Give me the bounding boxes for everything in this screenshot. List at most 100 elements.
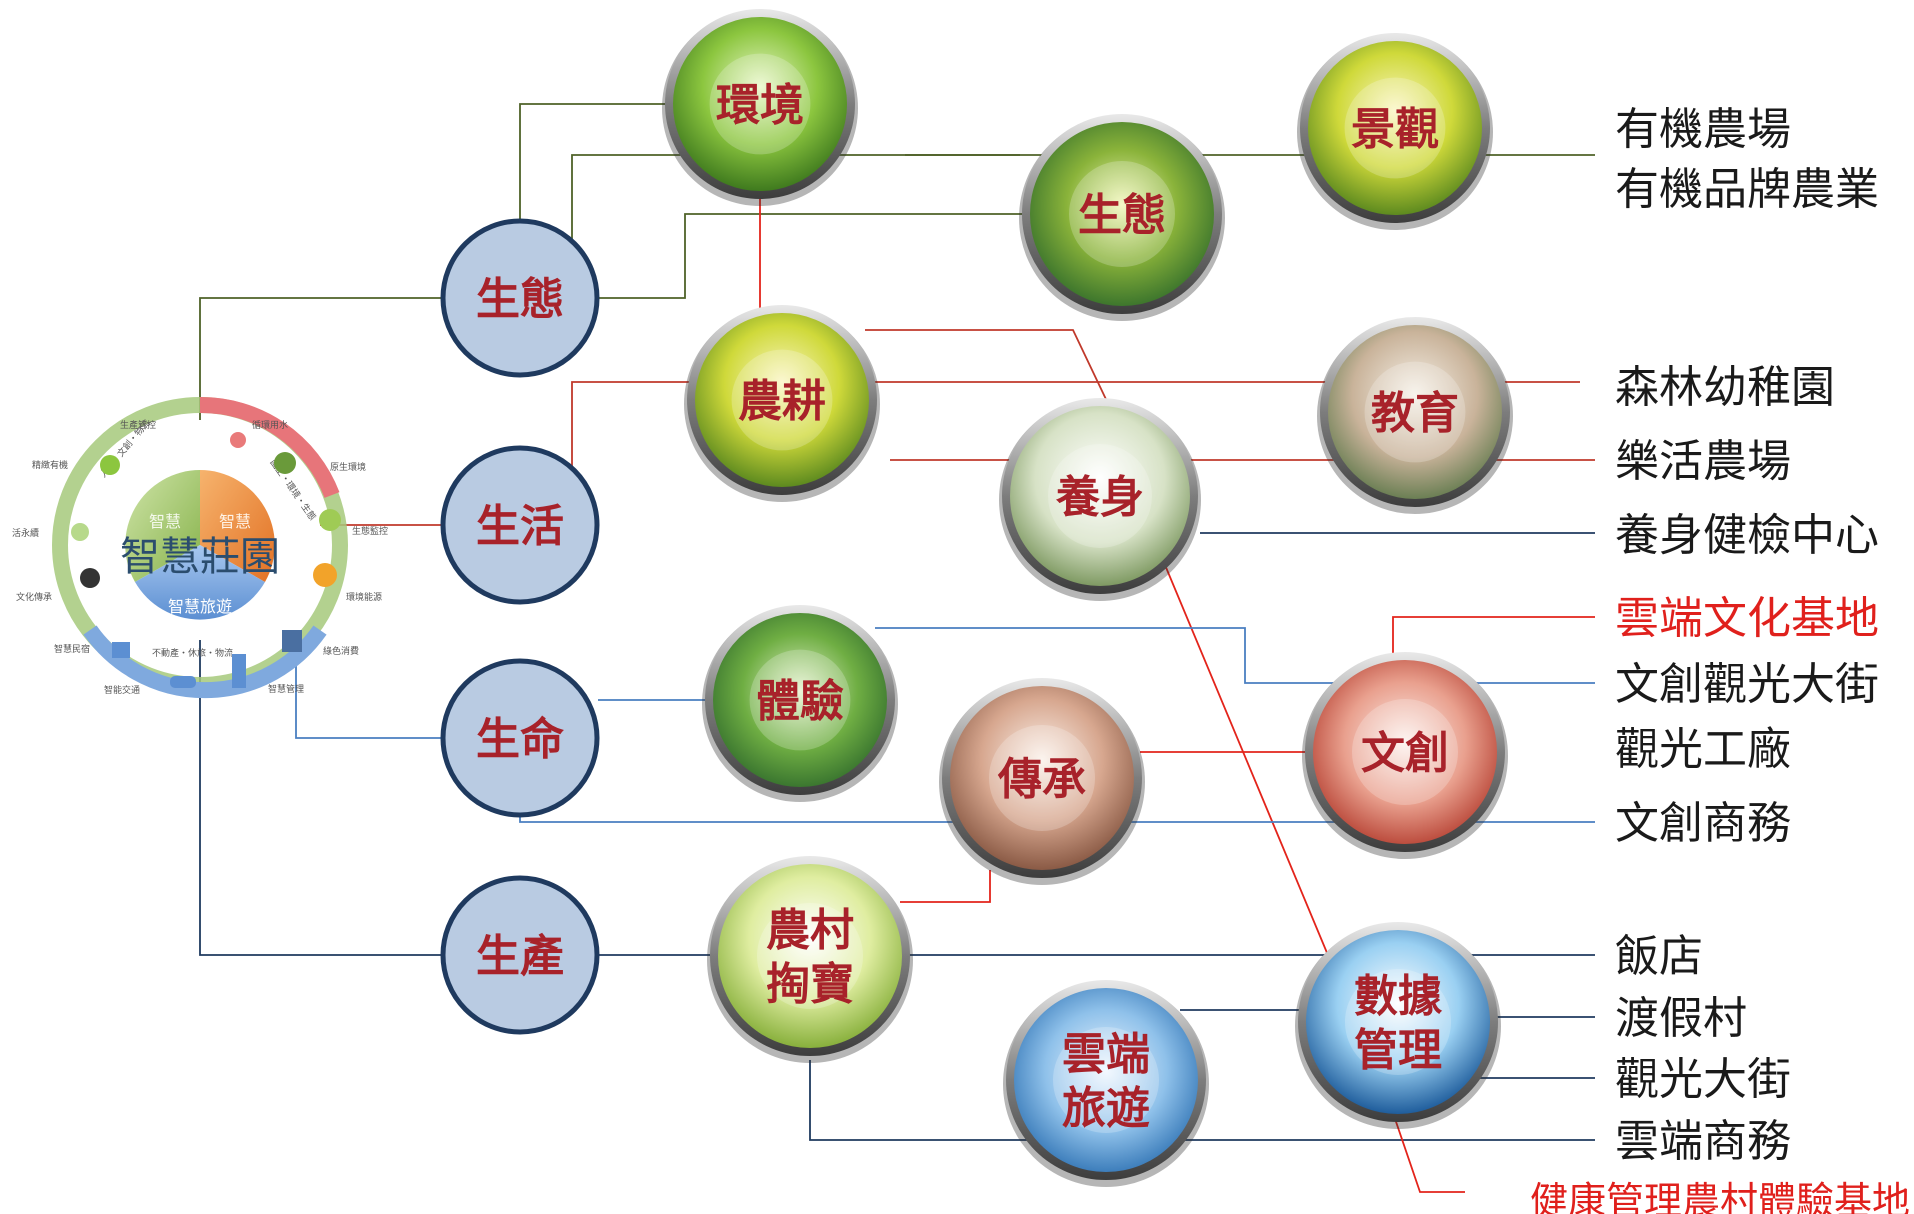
outcome-label: 樂活農場	[1615, 436, 1791, 487]
connector-hub-vital	[295, 640, 442, 739]
outcome-label: 文創觀光大街	[1615, 659, 1879, 710]
node-exp: 體驗	[702, 605, 898, 802]
connector-eco-env	[519, 103, 718, 245]
car-icon	[170, 676, 196, 688]
leaf-icon	[71, 523, 89, 541]
node-label: 傳承	[997, 754, 1086, 805]
node-lens	[1048, 444, 1152, 548]
node-photo	[695, 313, 869, 487]
node-label: 文創	[1361, 728, 1449, 779]
svg-text:生態監控: 生態監控	[352, 525, 388, 537]
connector-hub-eco	[199, 297, 442, 420]
hub-sector-right	[200, 470, 275, 582]
sun-icon	[313, 563, 337, 587]
svg-text:環境能源: 環境能源	[346, 591, 382, 603]
connector-life-farm	[571, 381, 1580, 480]
pillar-circle	[440, 445, 600, 605]
node-lens	[749, 649, 851, 751]
node-photo	[713, 613, 887, 787]
hub-title: 智慧莊園	[120, 534, 280, 580]
connector-farm-wellness	[865, 329, 1114, 415]
pillar-label: 生命	[476, 714, 564, 765]
pillar-vital: 生命	[440, 658, 600, 818]
node-photo	[950, 686, 1134, 870]
node-eco2: 生態	[1019, 114, 1225, 321]
node-lens	[1069, 161, 1175, 267]
outcome-label: 觀光工廠	[1615, 724, 1791, 775]
water-icon	[230, 432, 246, 448]
node-label: 農耕	[738, 376, 826, 427]
node-lens	[1352, 699, 1458, 805]
outcome-label: 健康管理農村體驗基地	[1530, 1179, 1910, 1214]
connector-heritage-village	[900, 870, 991, 903]
outcome-label: 森林幼稚園	[1615, 362, 1835, 413]
node-lens	[1345, 969, 1451, 1075]
node-lens	[731, 349, 833, 451]
pillar-label: 生態	[476, 274, 564, 325]
hub-sector-left	[125, 470, 200, 582]
node-data: 數據管理	[1295, 922, 1501, 1129]
pillar-eco: 生態	[440, 218, 600, 378]
node-label: 體驗	[756, 676, 844, 727]
connector-wellness-data	[1164, 564, 1331, 961]
outcome-label: 文創商務	[1615, 798, 1791, 849]
globe-icon	[274, 452, 296, 474]
node-lens	[757, 903, 863, 1009]
node-photo	[1313, 660, 1497, 844]
node-photo	[718, 864, 902, 1048]
node-lens	[1364, 361, 1466, 463]
node-label: 雲端旅遊	[1062, 1029, 1150, 1134]
outcome-label: 飯店	[1615, 931, 1703, 982]
svg-text:不動產・休旅・物流: 不動產・休旅・物流	[152, 647, 233, 659]
node-lens	[989, 725, 1095, 831]
connector-eco-eco2	[571, 154, 1020, 245]
bag-icon	[282, 630, 302, 652]
node-village: 農村掏寶	[707, 856, 913, 1063]
building-icon	[232, 654, 246, 688]
person-icon	[80, 568, 100, 588]
svg-text:智慧民宿: 智慧民宿	[54, 643, 90, 655]
hub-sector-left-label: 智慧	[149, 512, 181, 531]
pillar-prod: 生產	[440, 875, 600, 1035]
connector-village-cloud	[809, 1060, 1595, 1141]
outcome-label: 觀光大街	[1615, 1054, 1791, 1105]
node-label: 數據管理	[1354, 971, 1443, 1076]
hub-icons	[71, 432, 341, 688]
pillar-circle	[440, 658, 600, 818]
hub-sector-bottom-label: 智慧旅遊	[168, 597, 232, 616]
node-label: 生態	[1078, 190, 1166, 241]
sprout-icon	[100, 455, 120, 475]
pillar-life: 生活	[440, 445, 600, 605]
svg-text:生產管控: 生產管控	[120, 419, 156, 431]
pillar-label: 生活	[476, 501, 564, 552]
node-photo	[673, 17, 847, 191]
pillar-circle	[440, 875, 600, 1035]
node-label: 環境	[716, 80, 804, 131]
hub-wheel: 智慧 智慧 智慧旅遊 智慧莊園 生產管控 精緻有機 活永續 文化傳承 智慧民宿 …	[12, 396, 388, 699]
outcome-layer: 有機農場有機品牌農業森林幼稚園樂活農場養身健檢中心雲端文化基地文創觀光大街觀光工…	[1530, 104, 1910, 1214]
outcome-label: 雲端商務	[1615, 1116, 1791, 1167]
hub-sector-right-label: 智慧	[219, 512, 251, 531]
node-label: 農村掏寶	[766, 905, 854, 1010]
outcome-label: 有機農場	[1615, 104, 1791, 155]
svg-text:智能交通: 智能交通	[104, 684, 140, 696]
node-lens	[1053, 1027, 1159, 1133]
node-edu: 教育	[1317, 317, 1513, 514]
connector-hub-prod	[199, 640, 442, 956]
node-photo	[1306, 930, 1490, 1114]
svg-text:文化傳承: 文化傳承	[16, 591, 52, 603]
connector-eco-scene	[598, 213, 1040, 299]
node-lens	[1344, 77, 1446, 179]
node-label: 教育	[1371, 388, 1459, 439]
node-wellness: 養身	[999, 398, 1201, 601]
node-photo	[1308, 41, 1482, 215]
outcome-label: 雲端文化基地	[1615, 593, 1879, 644]
svg-text:綠色消費: 綠色消費	[323, 645, 359, 657]
svg-text:活永續: 活永續	[12, 527, 39, 539]
node-lens	[709, 53, 811, 155]
node-heritage: 傳承	[939, 678, 1145, 885]
connector-exp-creative	[875, 627, 1595, 684]
